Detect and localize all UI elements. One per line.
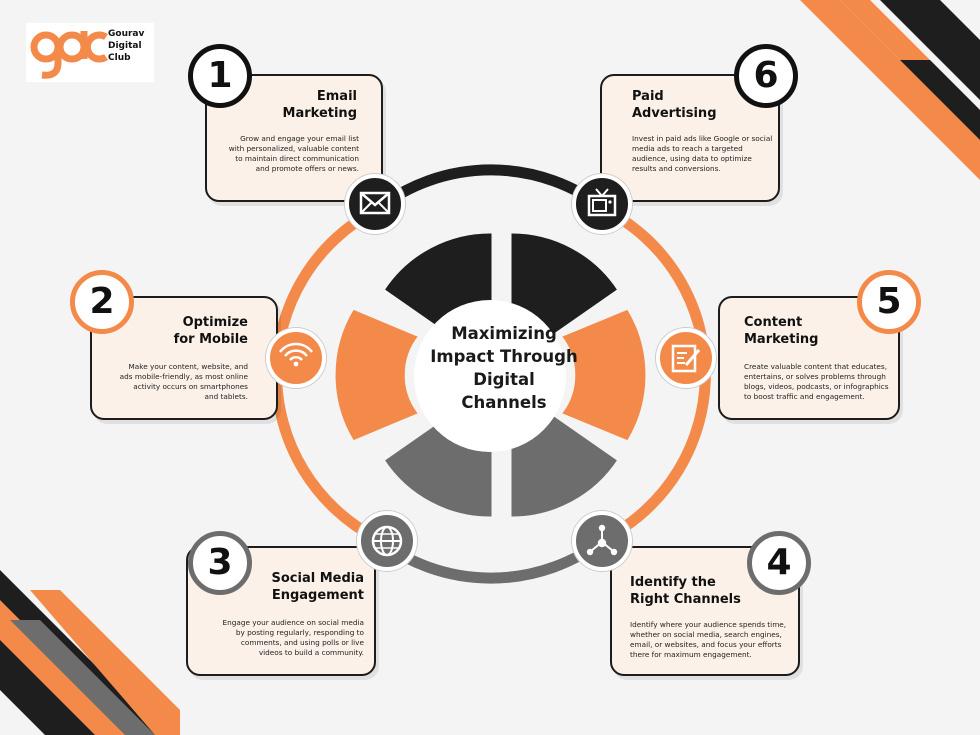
step-description: Grow and engage your email list with per… bbox=[213, 134, 359, 174]
step-title: Paid Advertising bbox=[632, 88, 772, 122]
step-description: Invest in paid ads like Google or social… bbox=[632, 134, 778, 174]
step-title-line: Advertising bbox=[632, 106, 717, 121]
step-title-line: Paid bbox=[632, 89, 664, 104]
step-description: Make your content, website, and ads mobi… bbox=[100, 362, 248, 402]
brand-name-line: Digital bbox=[108, 41, 142, 51]
step-description-line: to maintain direct communication bbox=[235, 154, 359, 163]
step-description-line: and tablets. bbox=[204, 392, 248, 401]
step-title-line: Marketing bbox=[744, 332, 819, 347]
step-description-line: Invest in paid ads like Google or social bbox=[632, 134, 773, 143]
step-description: Create valuable content that educates, e… bbox=[744, 362, 898, 402]
center-title: Maximizing Impact Through Digital Channe… bbox=[414, 322, 594, 414]
center-title-line: Maximizing bbox=[451, 324, 557, 343]
step-description-line: email, or websites, and focus your effor… bbox=[630, 640, 782, 649]
step-number-badge: 3 bbox=[188, 531, 252, 595]
envelope-icon bbox=[359, 191, 391, 215]
tv-icon bbox=[587, 188, 617, 217]
document-edit-icon bbox=[671, 344, 701, 373]
step-description-line: and promote offers or news. bbox=[255, 164, 359, 173]
step-card-optimize-for-mobile: Optimize for Mobile Make your content, w… bbox=[90, 296, 278, 420]
step-title: Identify the Right Channels bbox=[630, 574, 780, 608]
step-title-line: Right Channels bbox=[630, 592, 741, 607]
brand-logo: Gourav Digital Club bbox=[26, 23, 154, 82]
step-description-line: audience, using data to optimize bbox=[632, 154, 752, 163]
tv-icon-badge bbox=[572, 174, 632, 234]
step-number-badge: 5 bbox=[857, 270, 921, 334]
inner-ring bbox=[332, 230, 649, 520]
brand-name-line: Gourav bbox=[108, 29, 145, 39]
step-number-badge: 2 bbox=[70, 270, 134, 334]
network-nodes-icon-badge bbox=[572, 511, 632, 571]
corner-stripes-top-right bbox=[800, 0, 980, 180]
step-title-line: Marketing bbox=[282, 106, 357, 121]
step-title-line: Identify the bbox=[630, 575, 716, 590]
step-title-line: for Mobile bbox=[173, 332, 248, 347]
step-title-line: Social Media bbox=[271, 571, 365, 586]
step-title: Social Media Engagement bbox=[208, 570, 365, 604]
step-description-line: Make your content, website, and bbox=[128, 362, 248, 371]
brand-name: Gourav Digital Club bbox=[108, 28, 158, 64]
step-title-line: Content bbox=[744, 315, 803, 330]
step-description-line: Grow and engage your email list bbox=[240, 134, 359, 143]
step-title: Content Marketing bbox=[744, 314, 874, 348]
step-description-line: blogs, videos, podcasts, or infographics bbox=[744, 382, 889, 391]
step-description-line: to boost traffic and engagement. bbox=[744, 392, 865, 401]
step-card-content-marketing: Content Marketing Create valuable conten… bbox=[718, 296, 900, 420]
step-description-line: Engage your audience on social media bbox=[222, 618, 364, 627]
envelope-icon-badge bbox=[345, 174, 405, 234]
step-title-line: Optimize bbox=[182, 315, 248, 330]
corner-stripes-bottom-left bbox=[0, 570, 180, 735]
step-description-line: Identify where your audience spends time… bbox=[630, 620, 787, 629]
globe-icon bbox=[371, 525, 403, 557]
step-description: Identify where your audience spends time… bbox=[630, 620, 800, 660]
step-number-badge: 4 bbox=[747, 531, 811, 595]
step-description-line: media ads to reach a targeted bbox=[632, 144, 743, 153]
step-number-badge: 6 bbox=[734, 44, 798, 108]
network-nodes-icon bbox=[586, 524, 618, 556]
center-title-line: Digital bbox=[473, 370, 535, 389]
step-description-line: entertains, or solves problems through bbox=[744, 372, 886, 381]
center-title-line: Channels bbox=[461, 393, 547, 412]
step-description-line: activity occurs on smartphones bbox=[133, 382, 248, 391]
wifi-signal-icon-badge bbox=[266, 328, 326, 388]
wifi-signal-icon bbox=[279, 342, 313, 367]
brand-name-line: Club bbox=[108, 53, 131, 63]
step-description-line: with personalized, valuable content bbox=[228, 144, 359, 153]
globe-icon-badge bbox=[357, 511, 417, 571]
center-title-line: Impact Through bbox=[430, 347, 578, 366]
step-description-line: ads mobile-friendly, as most online bbox=[119, 372, 248, 381]
step-description-line: there for maximum engagement. bbox=[630, 650, 752, 659]
step-description-line: videos to build a community. bbox=[258, 648, 364, 657]
step-description-line: comments, and using polls or live bbox=[240, 638, 364, 647]
step-title-line: Email bbox=[316, 89, 357, 104]
step-description-line: by posting regularly, responding to bbox=[235, 628, 364, 637]
step-description-line: Create valuable content that educates, bbox=[744, 362, 888, 371]
step-title: Optimize for Mobile bbox=[92, 314, 248, 348]
step-description: Engage your audience on social media by … bbox=[208, 618, 364, 658]
step-description-line: whether on social media, search engines, bbox=[630, 630, 782, 639]
step-number-badge: 1 bbox=[188, 44, 252, 108]
document-edit-icon-badge bbox=[656, 328, 716, 388]
step-description-line: results and conversions. bbox=[632, 164, 721, 173]
step-title: Email Marketing bbox=[207, 88, 357, 122]
step-title-line: Engagement bbox=[271, 588, 364, 603]
gdc-logo-mark-icon bbox=[30, 31, 108, 79]
